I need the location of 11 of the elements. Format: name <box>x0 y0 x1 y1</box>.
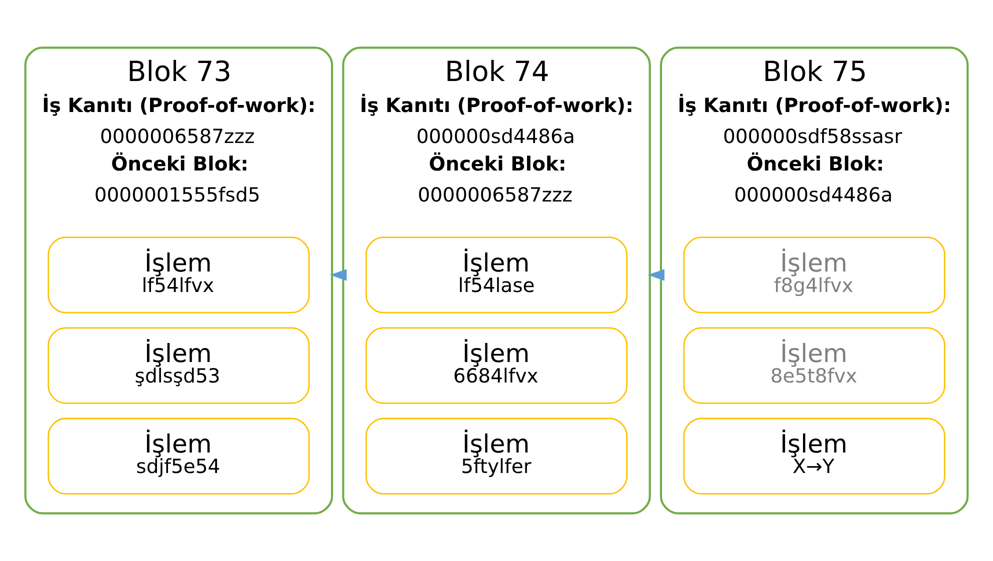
node-box: İşlem 5ftylfer <box>365 418 628 494</box>
node-box: İşlem X→Y <box>683 418 946 494</box>
arrow <box>648 269 664 281</box>
node-box: İşlem lf54lase <box>365 236 628 314</box>
node-box: İşlem şdlsşd53 <box>48 327 310 404</box>
node-box: İşlem lf54lfvx <box>48 236 310 314</box>
node-box: İşlem 8e5t8fvx <box>683 327 946 404</box>
node-box: İşlem sdjf5e54 <box>48 418 310 494</box>
node-box: İşlem 6684lfvx <box>365 327 628 404</box>
arrow <box>330 269 347 281</box>
node-box: İşlem f8g4lfvx <box>683 236 946 314</box>
